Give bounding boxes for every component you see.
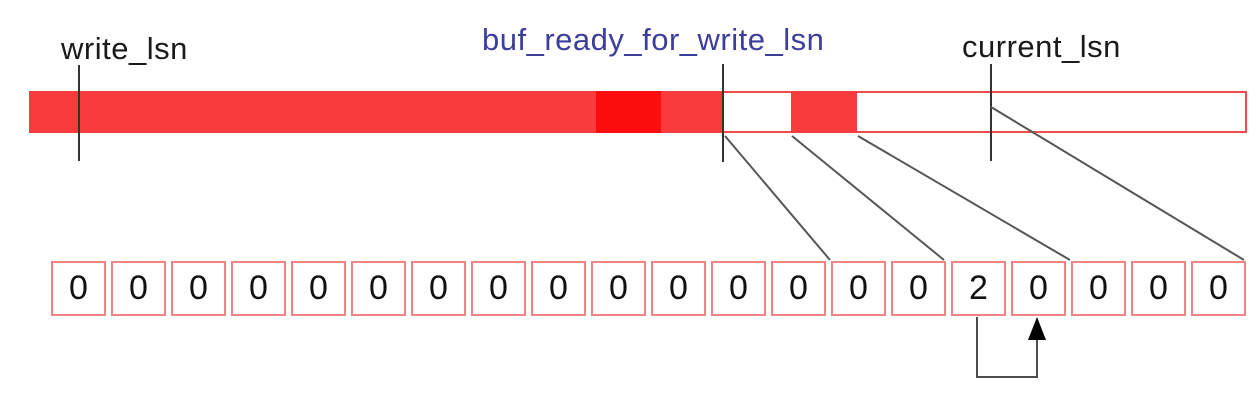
- lsn-cell: 0: [51, 261, 106, 316]
- bar-written-segment-2: [661, 91, 723, 133]
- lsn-cell: 0: [591, 261, 646, 316]
- lsn-cell: 0: [771, 261, 826, 316]
- log-buffer-bar: [29, 91, 1247, 133]
- lsn-link-cell-row: 0 0 0 0 0 0 0 0 0 0 0 0 0 0 0 2 0 0 0 0: [51, 261, 1246, 316]
- lsn-cell: 0: [1131, 261, 1186, 316]
- mapping-line-2: [791, 135, 945, 261]
- buf-ready-for-write-lsn-label: buf_ready_for_write_lsn: [482, 22, 825, 57]
- lsn-cell: 0: [171, 261, 226, 316]
- lsn-cell: 0: [411, 261, 466, 316]
- lsn-cell: 0: [1011, 261, 1066, 316]
- advance-arrow-head-icon: [1028, 317, 1046, 340]
- current-lsn-label: current_lsn: [962, 29, 1121, 64]
- mapping-line-3: [857, 135, 1071, 261]
- lsn-cell: 0: [1191, 261, 1246, 316]
- lsn-cell: 0: [291, 261, 346, 316]
- bar-written-segment: [29, 91, 598, 133]
- lsn-cell: 0: [891, 261, 946, 316]
- advance-arrow-line: [976, 317, 1038, 378]
- mapping-line-1: [724, 135, 831, 261]
- lsn-cell-with-value: 2: [951, 261, 1006, 316]
- lsn-cell: 0: [711, 261, 766, 316]
- bar-dark-red-segment: [596, 91, 661, 133]
- lsn-cell: 0: [1071, 261, 1126, 316]
- write-lsn-label: write_lsn: [61, 31, 188, 66]
- lsn-cell: 0: [351, 261, 406, 316]
- bar-pending-block-segment: [791, 91, 857, 133]
- lsn-cell: 0: [471, 261, 526, 316]
- lsn-cell: 0: [531, 261, 586, 316]
- lsn-cell: 0: [831, 261, 886, 316]
- lsn-cell: 0: [111, 261, 166, 316]
- lsn-cell: 0: [651, 261, 706, 316]
- lsn-cell: 0: [231, 261, 286, 316]
